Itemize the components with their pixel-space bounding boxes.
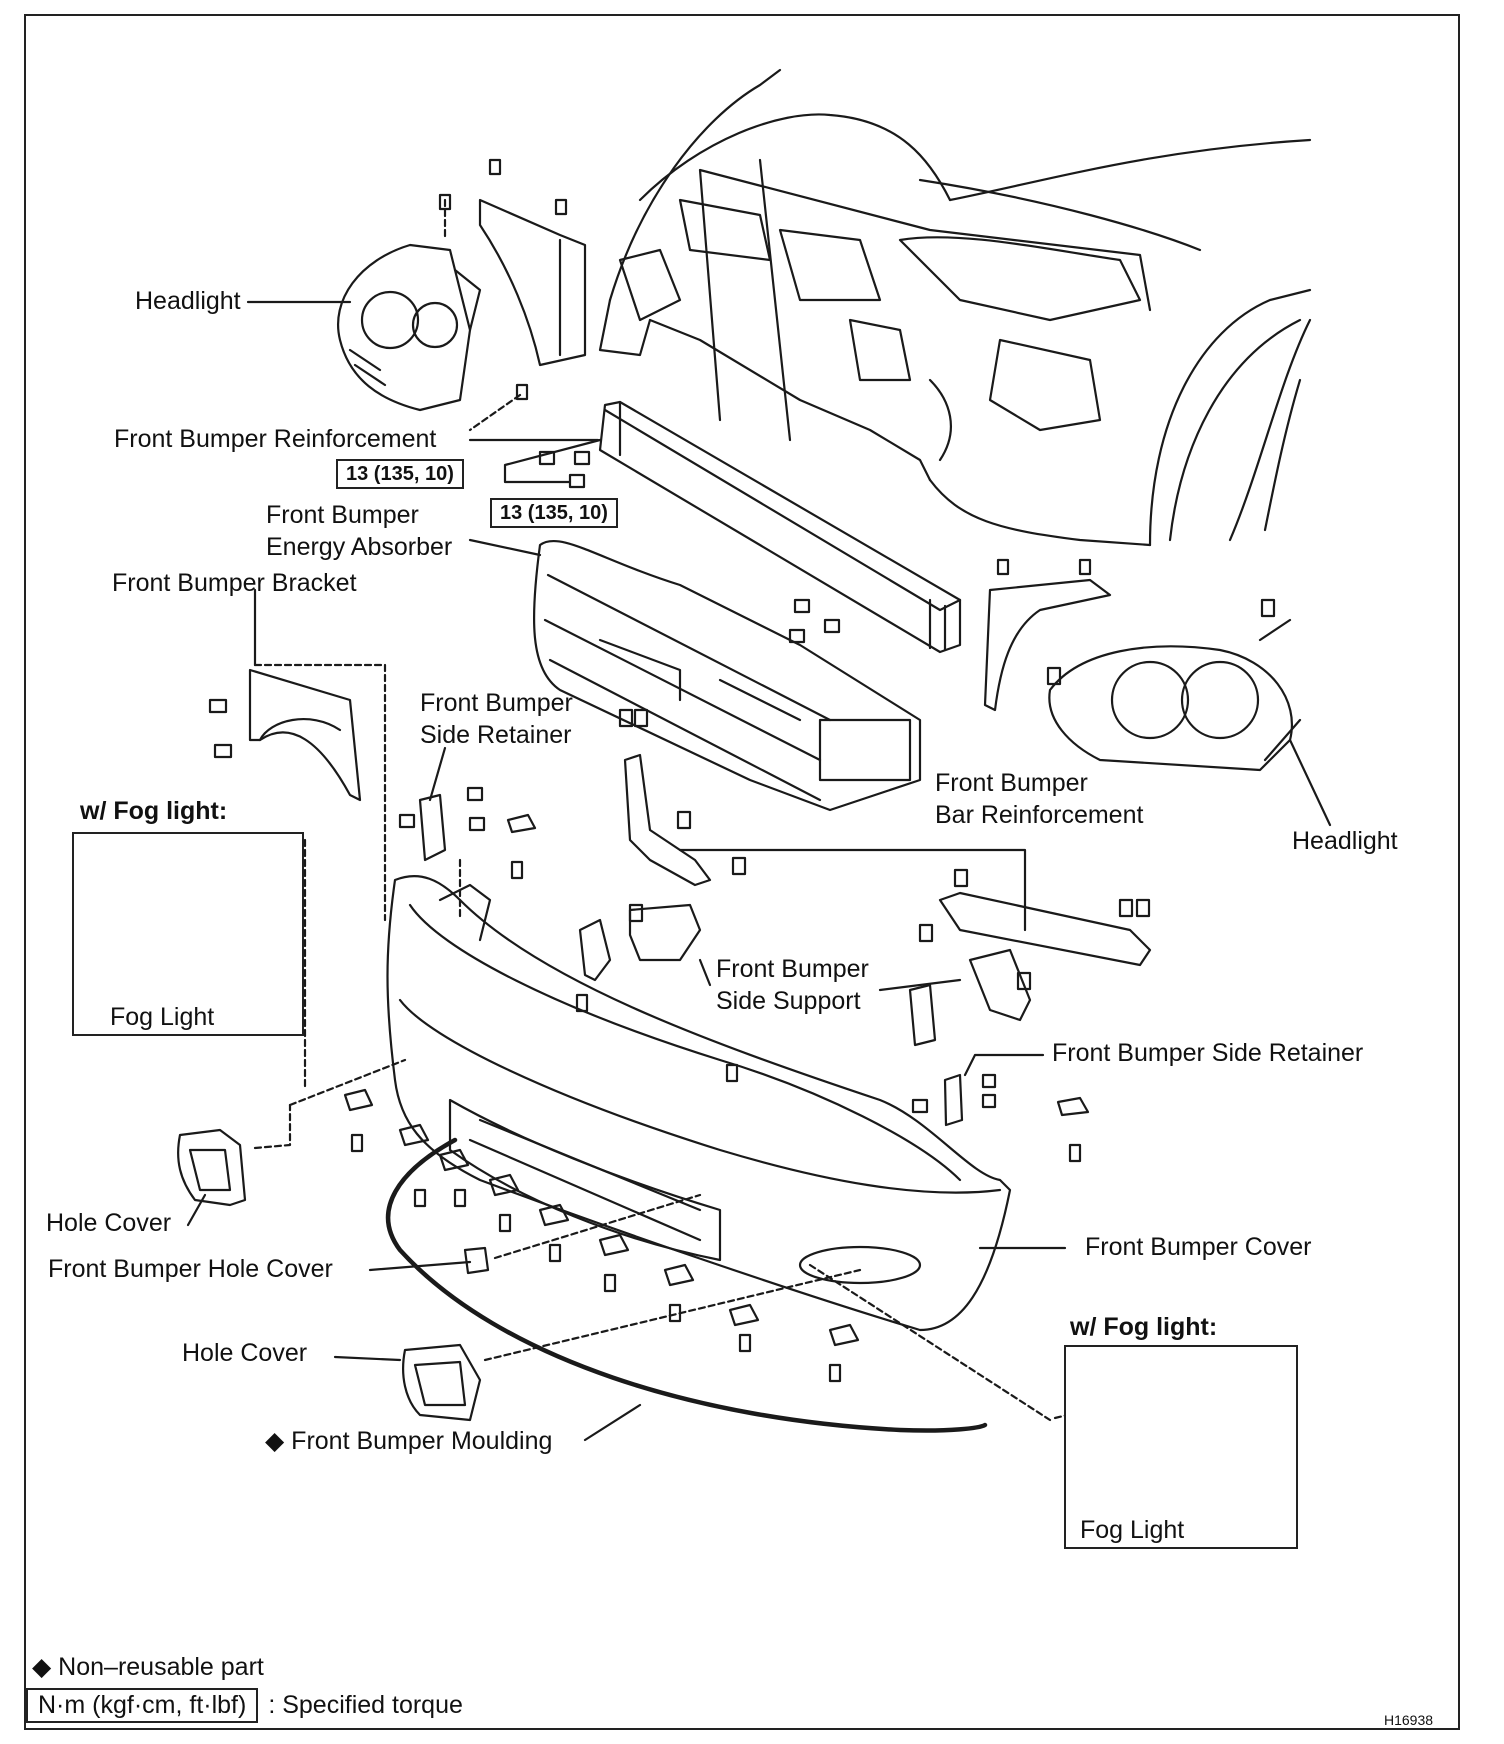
- headlight-left: [337, 193, 522, 432]
- label-headlight-left: Headlight: [135, 287, 241, 315]
- label-side-support-line2: Side Support: [716, 987, 861, 1015]
- bumper-moulding: [386, 1137, 988, 1433]
- legend-torque-desc: : Specified torque: [268, 1691, 463, 1719]
- headlight-right: [983, 558, 1302, 772]
- legend-non-reusable: ◆ Non–reusable part: [32, 1653, 264, 1681]
- vehicle-body: [598, 68, 1312, 547]
- label-headlight-right: Headlight: [1292, 827, 1398, 855]
- side-support: [578, 903, 1032, 1047]
- label-energy-absorber-line1: Front Bumper: [266, 501, 419, 529]
- fog-light-header-left: w/ Fog light:: [80, 797, 228, 825]
- label-side-support-line1: Front Bumper: [716, 955, 869, 983]
- bumper-cover: [386, 875, 1012, 1332]
- label-bumper-hole-cover: Front Bumper Hole Cover: [48, 1255, 333, 1283]
- label-side-retainer-left-line2: Side Retainer: [420, 721, 572, 749]
- legend-torque: N·m (kgf·cm, ft·lbf) : Specified torque: [26, 1688, 463, 1723]
- bumper-bracket-left: [208, 663, 387, 922]
- hole-covers: [177, 1058, 862, 1422]
- side-retainer-left: [398, 786, 537, 922]
- legend-torque-unit: N·m (kgf·cm, ft·lbf): [26, 1688, 259, 1723]
- fog-light-inset-right: Fog Light: [1064, 1345, 1298, 1549]
- fog-light-inset-left: Fog Light: [72, 832, 304, 1036]
- label-fog-light-left: Fog Light: [110, 1003, 215, 1031]
- torque-spec-2: 13 (135, 10): [490, 498, 618, 528]
- label-bar-reinforcement-line2: Bar Reinforcement: [935, 801, 1144, 829]
- fender-bracket-left: [478, 158, 587, 401]
- label-bumper-reinforcement: Front Bumper Reinforcement: [114, 425, 437, 453]
- label-bar-reinforcement-line1: Front Bumper: [935, 769, 1088, 797]
- clips-and-screws: [343, 993, 860, 1383]
- label-bumper-bracket: Front Bumper Bracket: [112, 569, 357, 597]
- label-bumper-cover: Front Bumper Cover: [1085, 1233, 1312, 1261]
- label-side-retainer-right: Front Bumper Side Retainer: [1052, 1039, 1364, 1067]
- label-hole-cover-2: Hole Cover: [182, 1339, 308, 1367]
- side-retainer-right: [911, 1073, 1090, 1163]
- bumper-reinforcement: [503, 400, 962, 654]
- energy-absorber: [532, 539, 922, 812]
- bar-reinforcement: [618, 708, 1152, 967]
- label-hole-cover-1: Hole Cover: [46, 1209, 172, 1237]
- label-bumper-moulding: ◆ Front Bumper Moulding: [265, 1427, 553, 1455]
- label-side-retainer-left-line1: Front Bumper: [420, 689, 573, 717]
- torque-spec-1: 13 (135, 10): [336, 459, 464, 489]
- fog-light-header-right: w/ Fog light:: [1070, 1313, 1218, 1341]
- label-fog-light-right: Fog Light: [1080, 1516, 1185, 1544]
- figure-id: H16938: [1384, 1712, 1434, 1728]
- diagram-frame: [24, 14, 1460, 1730]
- label-energy-absorber-line2: Energy Absorber: [266, 533, 453, 561]
- leader-lines: [186, 300, 1332, 1442]
